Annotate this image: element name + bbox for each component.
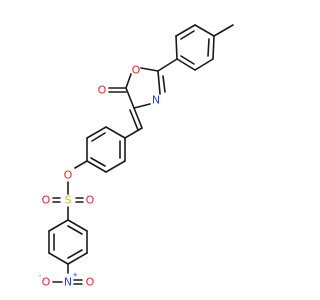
bonds xyxy=(48,24,234,285)
molecule-structure: O O N O S O O N + O - O xyxy=(39,24,234,289)
atom-ester-oxygen: O xyxy=(64,169,73,182)
atom-ring-nitrogen: N xyxy=(152,94,160,107)
atom-sulfur: S xyxy=(65,194,72,207)
atom-nitro-nitrogen: N xyxy=(64,276,72,289)
atom-sulfonyl-oxygen-right: O xyxy=(86,194,95,207)
atom-carbonyl-oxygen: O xyxy=(98,84,107,97)
charge-nitro-nitrogen: + xyxy=(72,271,78,279)
atom-ring-oxygen: O xyxy=(132,64,141,77)
atom-nitro-oxygen-left: O xyxy=(42,276,51,289)
charge-nitro-oxygen-left: - xyxy=(39,272,42,280)
atom-labels: O O N O S O O N + O - O xyxy=(39,64,160,289)
atom-sulfonyl-oxygen-left: O xyxy=(42,194,51,207)
atom-nitro-oxygen-right: O xyxy=(86,276,95,289)
